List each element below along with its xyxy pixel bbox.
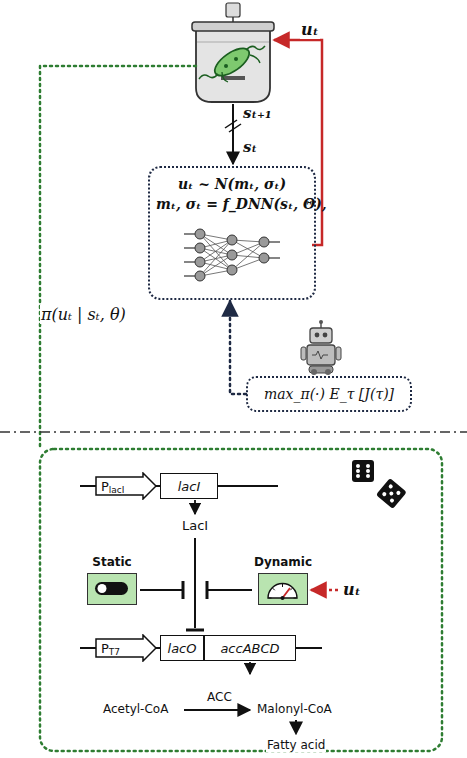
system-link <box>40 66 196 449</box>
label-text: sₜ₊₁ <box>242 104 273 122</box>
input-arrow <box>311 589 338 592</box>
gene-node: lacI <box>160 473 218 499</box>
state-arrow <box>232 104 234 164</box>
equation: uₜ ~ N(mₜ, σₜ) <box>156 174 308 194</box>
static-node: Static <box>84 554 140 610</box>
toggle-icon <box>88 574 135 603</box>
label-text: π(uₜ | sₜ, θ) <box>40 305 127 324</box>
gauge-icon <box>259 574 306 603</box>
policy-node: uₜ ~ N(mₜ, σₜ)mₜ, σₜ = f_DNN(sₜ, Θ), <box>148 166 316 300</box>
repression-line <box>194 538 196 628</box>
promoter-name: P <box>101 641 109 656</box>
gene-name: lacI <box>178 479 201 494</box>
equation: mₜ, σₜ = f_DNN(sₜ, Θ), <box>156 194 308 214</box>
label-text: ACC <box>206 690 233 704</box>
promoter-node: PlacI <box>95 472 157 500</box>
objective-node: max_π(·) E_τ [J(τ)] <box>246 376 412 412</box>
switch-icon <box>258 573 308 605</box>
gene-node: accABCD <box>204 635 296 661</box>
connector <box>230 301 246 394</box>
gene-name: accABCD <box>220 641 279 656</box>
dynamic-node: Dynamic <box>252 554 314 610</box>
label-text: uₜ <box>342 580 362 599</box>
switch-icon <box>87 573 137 605</box>
promoter-subscript: lacI <box>109 485 125 495</box>
label-text: Acetyl-CoA <box>102 702 169 716</box>
promoter-subscript: T7 <box>109 647 120 657</box>
promoter-node: PT7 <box>95 634 157 662</box>
separator <box>0 431 467 433</box>
gene-name: lacO <box>168 641 197 656</box>
bacterium <box>199 43 265 82</box>
label-text: Malonyl-CoA <box>256 702 333 716</box>
label-text: uₜ <box>300 20 320 39</box>
neural-network-icon <box>182 218 282 290</box>
objective-text: max_π(·) E_τ [J(τ)] <box>264 386 394 402</box>
label-text: Fatty acid <box>266 738 326 752</box>
switch-heading: Static <box>84 554 140 570</box>
label-text: sₜ <box>242 138 258 156</box>
switch-heading: Dynamic <box>252 554 314 570</box>
label-text: LacI <box>181 518 209 533</box>
robot-icon <box>301 320 341 375</box>
gene-node: lacO <box>160 635 204 661</box>
promoter-name: P <box>101 479 109 494</box>
bioreactor <box>192 3 274 102</box>
dice-icon <box>352 460 407 509</box>
cell-panel <box>40 449 442 751</box>
